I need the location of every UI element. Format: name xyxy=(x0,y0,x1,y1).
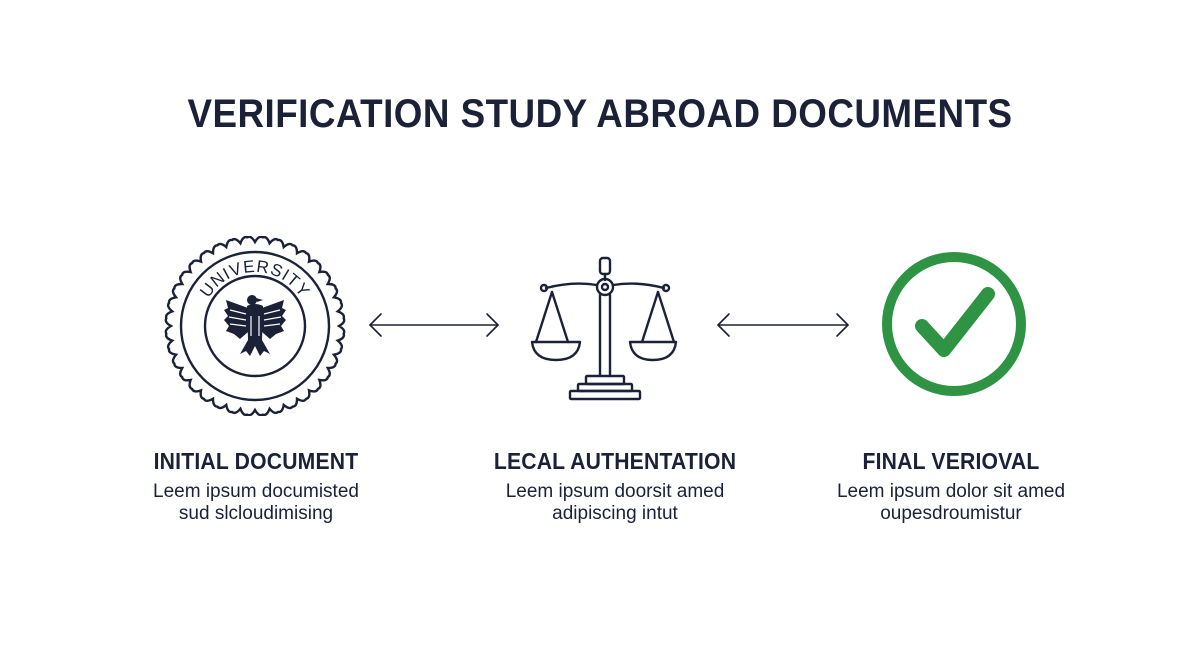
step-initial-document: INITIAL DOCUMENT Leem ipsum documisted s… xyxy=(106,448,406,525)
page-title: VERIFICATION STUDY ABROAD DOCUMENTS xyxy=(187,92,1013,136)
step-heading: INITIAL DOCUMENT xyxy=(153,448,359,474)
university-seal-icon: UNIVERSITY xyxy=(164,236,346,416)
step-heading: LECAL AUTHENTATION xyxy=(493,448,737,474)
step-description-line: Leem ipsum dolor sit amed xyxy=(836,481,1066,502)
double-arrow-icon xyxy=(366,312,502,338)
double-arrow-icon xyxy=(714,312,852,338)
step-description-line: Leem ipsum doorsit amed xyxy=(505,481,725,502)
step-legal-authentication: LECAL AUTHENTATION Leem ipsum doorsit am… xyxy=(465,448,765,525)
step-description-line: adipiscing intut xyxy=(552,503,678,524)
seal-scalloped-edge xyxy=(164,236,346,416)
step-description-line: oupesdroumistur xyxy=(880,503,1022,524)
scales-of-justice-icon xyxy=(528,254,678,404)
checkmark-circle-icon xyxy=(878,248,1030,400)
step-heading: FINAL VERIOVAL xyxy=(862,448,1040,474)
eagle-icon xyxy=(224,295,286,356)
step-description-line: sud slcloudimising xyxy=(178,503,334,524)
step-description-line: Leem ipsum documisted xyxy=(153,481,359,502)
step-final-verification: FINAL VERIOVAL Leem ipsum dolor sit amed… xyxy=(801,448,1101,525)
